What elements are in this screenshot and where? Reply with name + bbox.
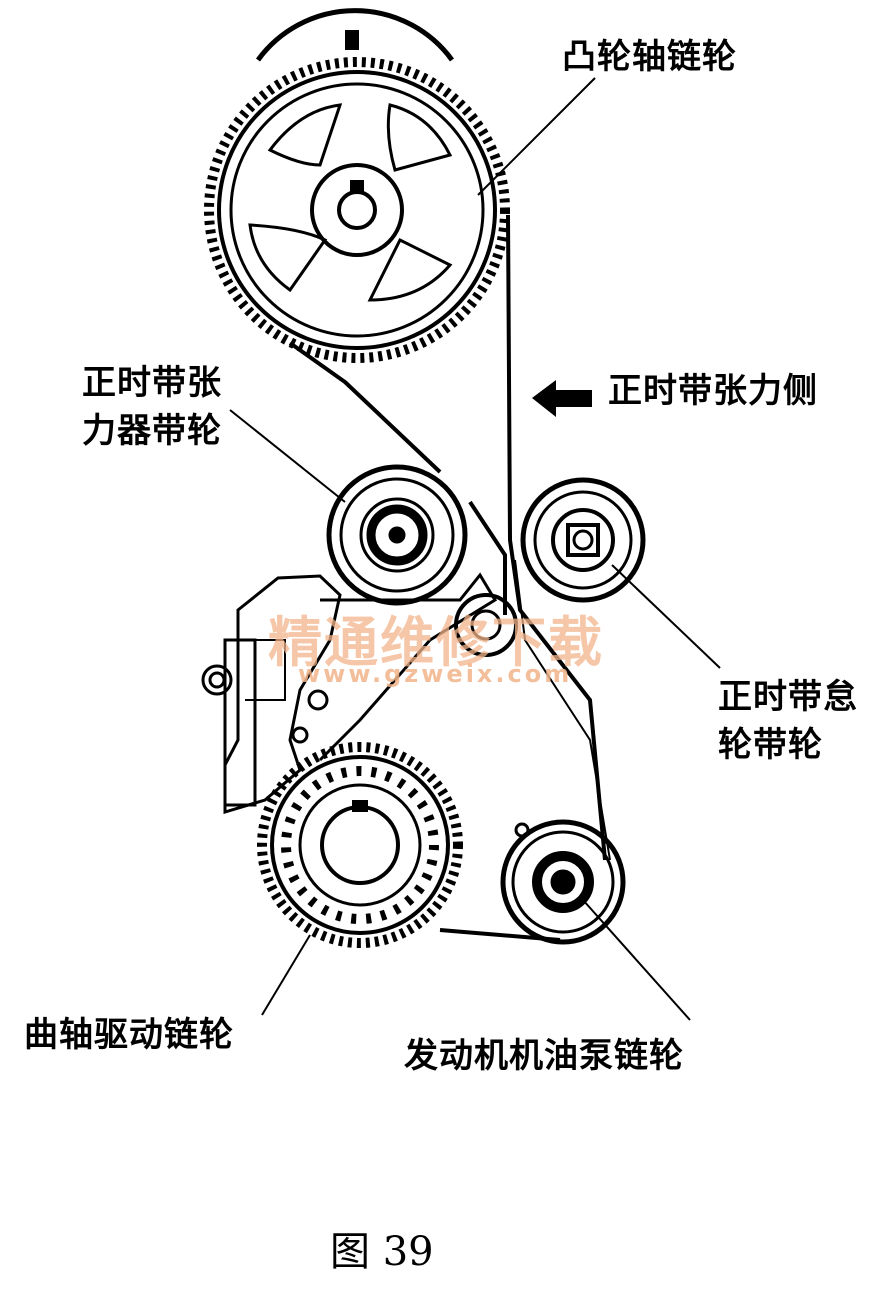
label-camshaft-sprocket: 凸轮轴链轮 <box>562 37 737 77</box>
label-idler-pulley-line2: 轮带轮 <box>718 725 823 765</box>
watermark-url: www.gzweix.com <box>298 660 573 688</box>
label-oil-pump-sprocket: 发动机机油泵链轮 <box>404 1036 684 1076</box>
engine-bracket <box>201 572 498 815</box>
camshaft-leader <box>477 77 596 196</box>
crankshaft-sprocket <box>257 742 463 948</box>
label-tension-side: 正时带张力侧 <box>608 371 818 411</box>
crankshaft-leader <box>261 934 311 1016</box>
label-tensioner-pulley-line1: 正时带张 <box>82 363 222 403</box>
camshaft-sprocket <box>204 8 510 363</box>
idler-pulley <box>520 477 646 603</box>
figure-caption: 图 39 <box>330 1229 434 1275</box>
oil-pump-sprocket <box>500 819 626 945</box>
leader-lines <box>229 77 721 1021</box>
tension-side-arrow-icon <box>532 380 592 417</box>
label-crankshaft-sprocket: 曲轴驱动链轮 <box>24 1015 234 1055</box>
small-idler-pulley <box>454 593 518 657</box>
watermark-text: 精通维修下载 <box>268 610 604 674</box>
oil-pump-leader <box>582 899 691 1021</box>
tensioner-pulley <box>326 464 468 606</box>
camshaft-timing-mark <box>255 8 455 62</box>
idler-leader <box>611 564 721 669</box>
label-idler-pulley-line1: 正时带怠 <box>718 677 858 717</box>
tensioner-leader <box>229 409 346 503</box>
label-tensioner-pulley-line2: 力器带轮 <box>82 411 222 451</box>
